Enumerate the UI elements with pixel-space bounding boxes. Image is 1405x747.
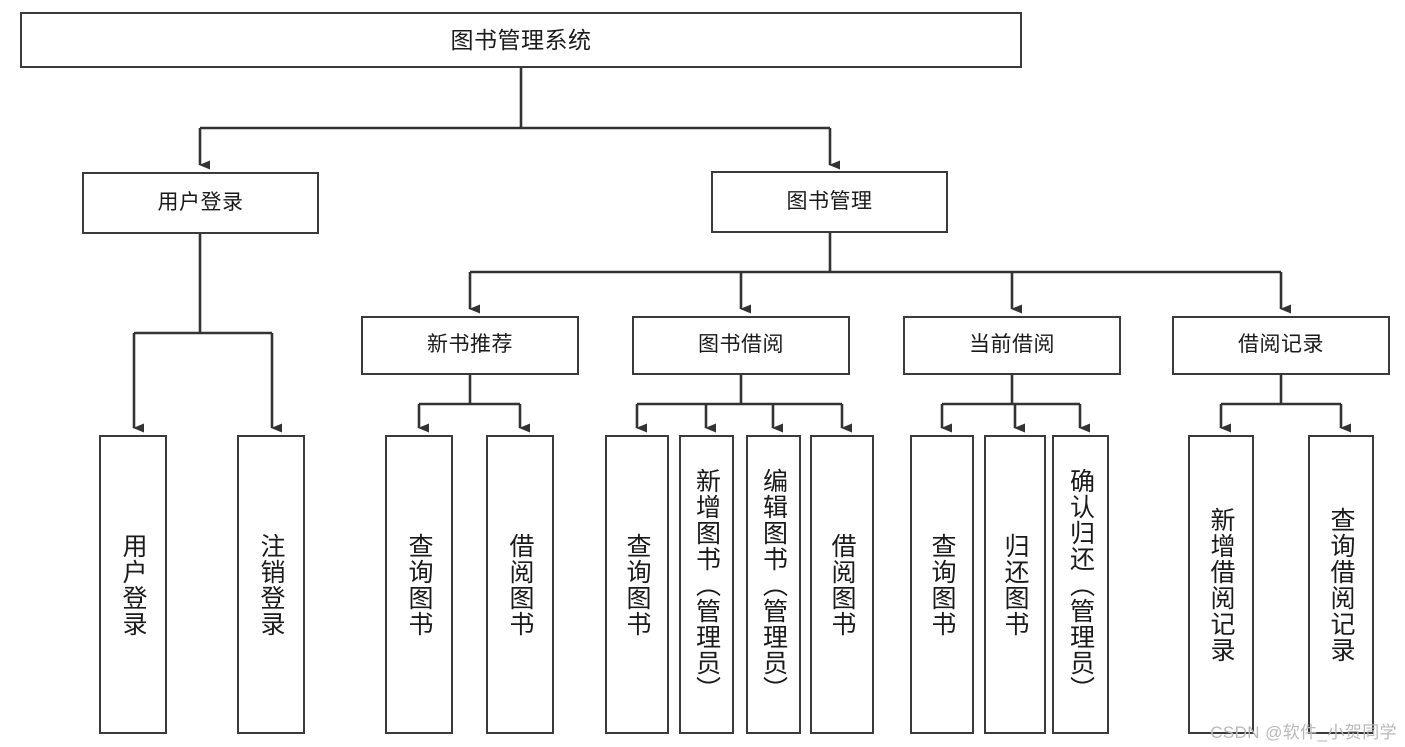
node-new-book-recommend[interactable]: 新书推荐 (361, 316, 579, 375)
leaf-query-book-borrow[interactable]: 查询图书 (605, 435, 669, 734)
leaf-query-book-current[interactable]: 查询图书 (910, 435, 974, 734)
node-user-login[interactable]: 用户登录 (82, 172, 319, 234)
node-label: 查询图书 (928, 532, 956, 637)
node-current-borrow[interactable]: 当前借阅 (903, 316, 1121, 375)
node-label: 归还图书 (1001, 532, 1029, 637)
node-label: 新增借阅记录 (1207, 506, 1235, 663)
node-label: 图书借阅 (698, 333, 784, 357)
leaf-borrow-book[interactable]: 借阅图书 (810, 435, 874, 734)
leaf-user-logout[interactable]: 注销登录 (237, 435, 305, 734)
node-label: 新增图书（管理员） (692, 467, 721, 702)
node-label: 确认归还（管理员） (1066, 467, 1095, 702)
node-label: 用户登录 (157, 190, 244, 214)
leaf-borrow-book-new[interactable]: 借阅图书 (486, 435, 554, 734)
node-label: 借阅图书 (506, 532, 534, 637)
node-label: 查询图书 (405, 532, 433, 637)
node-label: 编辑图书（管理员） (759, 467, 788, 702)
leaf-add-book-admin[interactable]: 新增图书（管理员） (679, 435, 734, 734)
node-book-management[interactable]: 图书管理 (711, 171, 948, 233)
leaf-confirm-return-admin[interactable]: 确认归还（管理员） (1052, 435, 1109, 734)
node-root-system[interactable]: 图书管理系统 (20, 12, 1022, 68)
node-label: 图书管理 (786, 189, 873, 213)
leaf-query-book-new[interactable]: 查询图书 (385, 435, 453, 734)
leaf-add-borrow-record[interactable]: 新增借阅记录 (1188, 435, 1254, 734)
leaf-user-login[interactable]: 用户登录 (99, 435, 167, 734)
node-label: 用户登录 (119, 532, 147, 637)
node-label: 查询图书 (623, 532, 651, 637)
node-label: 图书管理系统 (450, 26, 592, 53)
node-book-borrow[interactable]: 图书借阅 (632, 316, 850, 375)
leaf-query-borrow-record[interactable]: 查询借阅记录 (1308, 435, 1374, 734)
leaf-return-book[interactable]: 归还图书 (984, 435, 1046, 734)
node-label: 注销登录 (257, 532, 285, 637)
node-label: 当前借阅 (969, 333, 1055, 357)
node-label: 借阅记录 (1238, 333, 1324, 357)
leaf-edit-book-admin[interactable]: 编辑图书（管理员） (746, 435, 801, 734)
node-borrow-record[interactable]: 借阅记录 (1172, 316, 1390, 375)
node-label: 新书推荐 (427, 333, 513, 357)
node-label: 借阅图书 (828, 532, 856, 637)
node-label: 查询借阅记录 (1327, 506, 1355, 663)
